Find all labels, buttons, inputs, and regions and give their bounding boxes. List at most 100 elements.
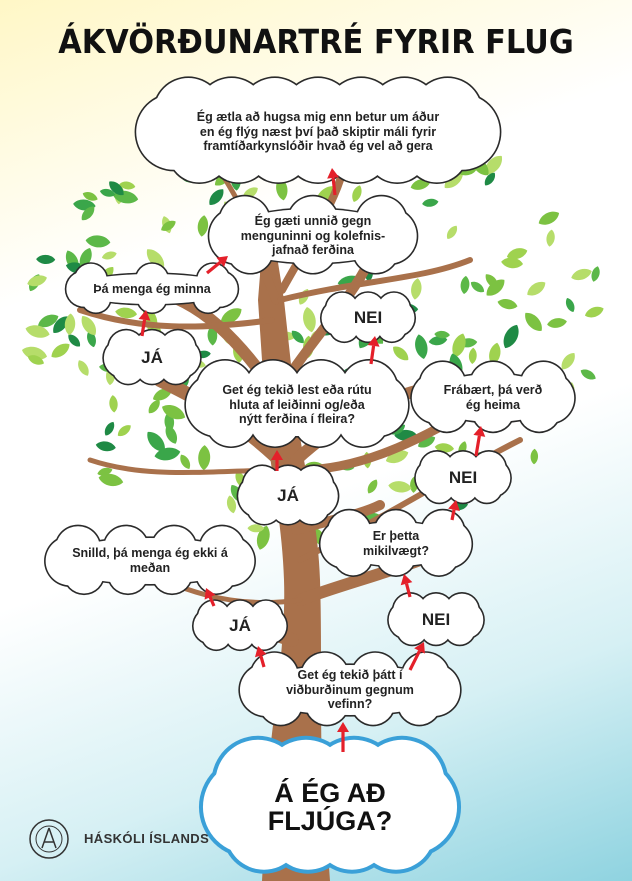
leaf <box>565 297 575 313</box>
cloud-shape <box>236 464 340 526</box>
leaf <box>147 431 165 452</box>
tree-branch <box>277 257 473 303</box>
leaf <box>489 342 501 366</box>
leaf <box>506 248 528 260</box>
leaf <box>109 181 124 196</box>
leaf <box>198 445 211 471</box>
leaf <box>446 225 458 239</box>
node-yes-online: JÁ <box>229 615 251 635</box>
tree-branch <box>77 307 275 330</box>
leaf <box>486 279 505 296</box>
flow-arrow <box>271 450 283 471</box>
flow-arrow <box>337 722 349 752</box>
leaf <box>415 334 428 359</box>
leaf <box>547 318 567 328</box>
leaf <box>393 346 409 361</box>
leaf <box>104 421 115 436</box>
flow-arrow <box>448 500 460 521</box>
cloud-shape <box>238 651 462 727</box>
leaf <box>180 454 191 469</box>
university-seal-icon <box>29 819 69 859</box>
leaf <box>484 155 503 175</box>
leaf <box>68 334 81 347</box>
institution-name: HÁSKÓLI ÍSLANDS <box>84 831 210 846</box>
cloud-shape <box>387 592 485 647</box>
node-q-offset: Ég gæti unnið gegn menguninni og kolefni… <box>240 213 386 258</box>
cloud-shape <box>134 76 502 184</box>
cloud-shape <box>44 524 256 596</box>
cloud-shape <box>102 328 202 386</box>
leaf <box>303 306 316 333</box>
node-no-online: NEI <box>421 609 451 629</box>
flow-arrow <box>400 574 413 598</box>
node-q-train: Get ég tekið lest eða rútu hluta af leið… <box>222 382 372 427</box>
leaf <box>51 343 70 358</box>
leaf <box>291 330 304 344</box>
flow-arrow <box>367 336 380 365</box>
cloud-shape <box>414 450 512 505</box>
leaf <box>81 206 95 221</box>
cloud-shape <box>319 291 417 344</box>
node-result-final: Ég ætla að hugsa mig enn betur um áður e… <box>196 109 440 154</box>
node-no-important: NEI <box>448 467 478 487</box>
flow-arrow <box>254 646 267 668</box>
leaf <box>571 268 592 281</box>
node-no-train: NEI <box>353 307 383 327</box>
leaf <box>82 192 98 201</box>
leaf <box>25 325 50 338</box>
leaf <box>119 181 136 190</box>
cloud-shape <box>191 599 289 652</box>
node-result-stay: Frábært, þá verð ég heima <box>443 383 543 412</box>
leaf <box>418 436 436 448</box>
leaf <box>503 324 519 349</box>
leaf <box>64 313 76 336</box>
leaf <box>115 307 138 319</box>
leaf <box>161 220 176 231</box>
leaf <box>546 229 555 247</box>
leaf <box>468 347 477 365</box>
leaf <box>527 281 546 296</box>
clouds <box>44 76 576 874</box>
leaf <box>148 400 160 414</box>
leaf <box>226 495 237 514</box>
leaf <box>580 369 596 380</box>
cloud-shape <box>184 359 410 449</box>
flow-arrow <box>408 642 425 671</box>
flow-arrow <box>473 426 486 457</box>
leaf <box>97 467 113 476</box>
leaf <box>497 298 518 310</box>
node-yes-important: JÁ <box>277 485 299 505</box>
leaf <box>411 278 422 300</box>
leaf <box>117 425 131 437</box>
node-start: Á ÉG AÐ FLJÚGA? <box>267 777 393 836</box>
leaf <box>99 188 116 197</box>
leaf <box>27 275 47 287</box>
flow-arrow <box>327 168 340 196</box>
flow-arrow <box>205 256 228 275</box>
leaf <box>247 524 265 533</box>
arrows <box>138 168 486 752</box>
node-q-online: Get ég tekið þátt í viðburðinum gegnum v… <box>286 667 414 712</box>
leaf <box>101 251 117 260</box>
leaf <box>85 235 111 248</box>
leaf <box>36 254 56 264</box>
leaf <box>98 473 124 487</box>
leaf <box>352 185 362 202</box>
leaf <box>525 312 542 331</box>
leaf <box>561 353 575 370</box>
leaf <box>501 257 524 269</box>
leaf <box>460 275 470 294</box>
leaf <box>146 249 165 269</box>
leaf <box>81 316 96 336</box>
leaf <box>256 525 270 550</box>
leaf <box>154 447 181 461</box>
leaf <box>484 172 496 186</box>
cloud-shape <box>207 194 419 275</box>
leaf <box>584 306 604 318</box>
leaf <box>434 330 450 339</box>
leaf <box>27 355 45 365</box>
leaf <box>538 211 560 225</box>
node-result-less: Þá menga ég minna <box>93 281 211 296</box>
leaf <box>591 266 600 282</box>
